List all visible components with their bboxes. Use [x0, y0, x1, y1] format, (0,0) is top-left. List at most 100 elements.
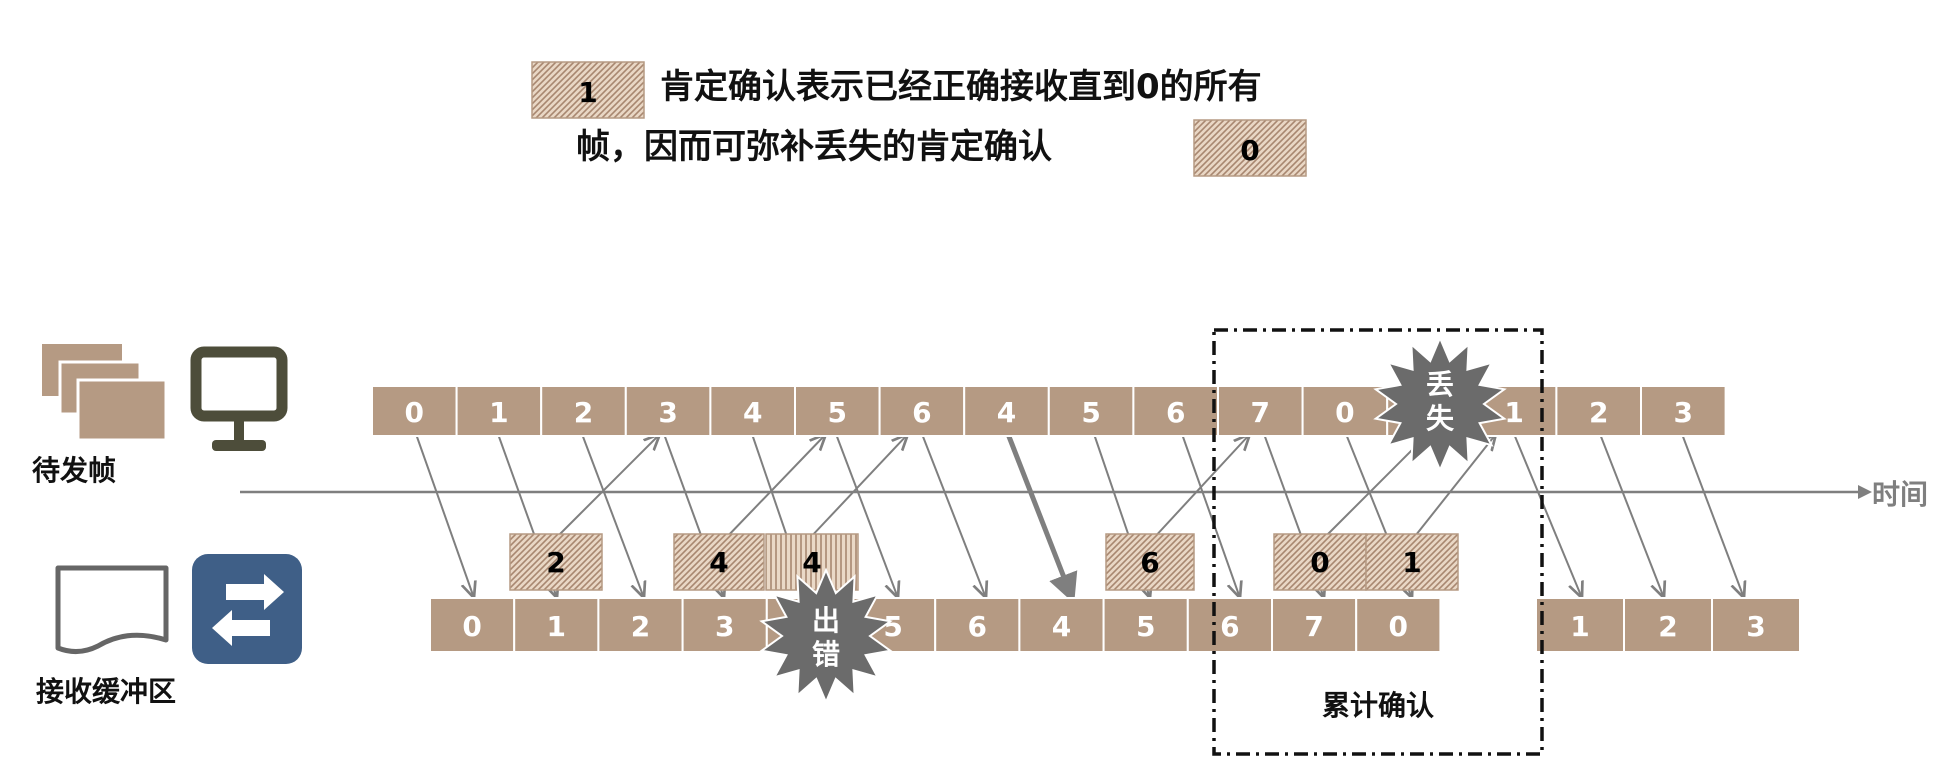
arrow-frame-2: [581, 433, 644, 598]
receiver-frame: 5: [1102, 597, 1189, 653]
receiver-frame-label: 2: [631, 610, 650, 643]
arrow-frame-5: [835, 433, 898, 598]
receiver-label: 接收缓冲区: [36, 675, 176, 708]
receiver-frame: 1: [513, 597, 600, 653]
ack-frame: 2: [509, 533, 603, 591]
ack-arrow-6: [1151, 434, 1250, 541]
sender-frame-box: [371, 385, 458, 437]
lost-burst-icon: 丢 失: [1373, 335, 1507, 473]
receiver-frame: 2: [1623, 597, 1713, 653]
receiver-frame-box: [1186, 597, 1274, 653]
sender-frame-label: 6: [1166, 396, 1185, 429]
lost-label-2: 失: [1426, 402, 1455, 435]
sender-frame-box: [794, 385, 881, 437]
sender-frame-label: 1: [489, 396, 508, 429]
ack-frame-label: 1: [1402, 546, 1421, 579]
sender-frame: 2: [540, 385, 627, 437]
error-label-1: 出: [812, 604, 840, 637]
time-axis-label: 时间: [1872, 478, 1928, 511]
sender-frame: 4: [709, 385, 797, 437]
sender-frame-label: 5: [828, 396, 847, 429]
receiver-frame-box: [1271, 597, 1358, 653]
receiver-frame-label: 7: [1304, 610, 1323, 643]
sender-frame: 4: [963, 385, 1050, 437]
sender-frame: 6: [1132, 385, 1220, 437]
stacked-frames-icon: [42, 344, 168, 442]
ack-frame: 4: [673, 533, 765, 591]
receiver-frame: 7: [1271, 597, 1358, 653]
receiver-frame-box: [1623, 597, 1713, 653]
sender-frame-label: 6: [912, 396, 931, 429]
sender-frame-label: 1: [1504, 396, 1523, 429]
ack-frame: 6: [1105, 533, 1195, 591]
ack-frame-label: 4: [802, 546, 821, 579]
legend-ack-1: [531, 61, 645, 119]
receiver-frame-label: 1: [547, 610, 566, 643]
receiver-frame-box: [1355, 597, 1442, 653]
receiver-frame-box: [429, 597, 516, 653]
ack-frame-box: [1273, 533, 1367, 591]
receiver-frame-label: 4: [1052, 610, 1071, 643]
receiver-frame-box: [513, 597, 600, 653]
ack-frame-label: 2: [546, 546, 565, 579]
receiver-frame-box: [1711, 597, 1801, 653]
sender-frame: 0: [1301, 385, 1389, 437]
receiver-frame: 3: [1711, 597, 1801, 653]
receiver-frame: 4: [1018, 597, 1105, 653]
ack-arrows: [553, 433, 1496, 541]
sender-frame-box: [963, 385, 1050, 437]
sender-frame-box: [1640, 385, 1727, 437]
sender-frame-box: [1132, 385, 1220, 437]
sender-frame-box: [1217, 385, 1304, 437]
receiver-frame-label: 3: [1746, 610, 1765, 643]
sender-frame-box: [540, 385, 627, 437]
sender-frame-label: 2: [574, 396, 593, 429]
sender-frame: 5: [1047, 385, 1135, 437]
receiver-frame: 0: [429, 597, 516, 653]
lost-label-1: 丢: [1426, 368, 1454, 401]
sender-frame: 1: [455, 385, 543, 437]
receiver-frame-label: 5: [883, 610, 902, 643]
monitor-icon: [190, 346, 288, 451]
sender-frame-label: 7: [1251, 396, 1270, 429]
legend-ack-0-label: 0: [1240, 134, 1259, 167]
ack-arrow-0: [1321, 433, 1429, 541]
ack-frame-box: [509, 533, 603, 591]
sender-frame-box: [709, 385, 797, 437]
legend-text-line2: 帧，因而可弥补丢失的肯定确认: [576, 127, 1052, 167]
sender-frame: 5: [794, 385, 881, 437]
receiver-frame: 6: [934, 597, 1021, 653]
receiver-frame-box: [597, 597, 684, 653]
receiver-frame-box: [1018, 597, 1105, 653]
legend: 1 肯定确认表示已经正确接收直到0的所有 帧，因而可弥补丢失的肯定确认 0: [531, 61, 1307, 177]
sender-frame-label: 3: [658, 396, 677, 429]
ack-frame-label: 0: [1310, 546, 1329, 579]
sender-frame-box: [1555, 385, 1643, 437]
sender-frame-box: [1047, 385, 1135, 437]
receiver-frame-label: 5: [1136, 610, 1155, 643]
receiver-frame-label: 6: [1220, 610, 1239, 643]
error-label-2: 错: [812, 638, 840, 671]
receiver-frame: 3: [681, 597, 768, 653]
ack-frame-box: [1105, 533, 1195, 591]
cumulative-ack-label: 累计确认: [1322, 689, 1434, 722]
arrow-frame-4-retransmit: [1005, 433, 1078, 604]
ack-arrow-4a: [723, 434, 826, 541]
arrow-frame-2b: [1599, 433, 1664, 598]
sender-frame-label: 4: [997, 396, 1016, 429]
sender-frame: 7: [1217, 385, 1304, 437]
ack-frame-label: 6: [1140, 546, 1159, 579]
error-burst-icon: 出 错: [759, 567, 893, 705]
sender-label: 待发帧: [32, 454, 116, 487]
receiver-frame: 6: [1186, 597, 1274, 653]
ack-frame-row: 2 4 4 6 0 1: [509, 533, 1459, 591]
arrow-frame-0: [415, 433, 474, 598]
ack-arrow-2: [553, 434, 660, 541]
ack-arrow-4b: [807, 434, 908, 541]
sender-frame-box: [455, 385, 543, 437]
legend-ack-0: [1193, 119, 1307, 177]
receiver-frame-label: 2: [1658, 610, 1677, 643]
